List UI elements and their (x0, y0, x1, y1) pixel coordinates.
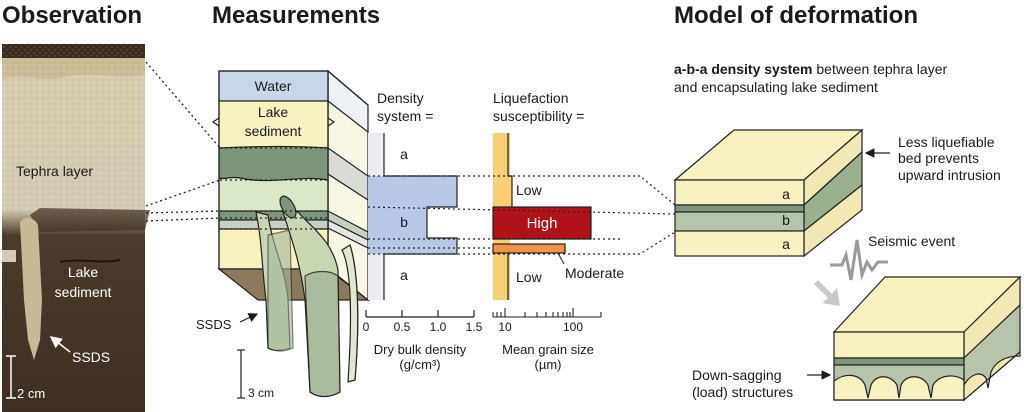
load-structures-line2: (load) structures (692, 384, 793, 400)
photo-ssds-label: SSDS (72, 349, 110, 365)
less-liquefiable-line3: upward intrusion (898, 167, 1001, 183)
block-ssds-arrow-icon (239, 313, 259, 323)
grain-axis-label-2: (µm) (535, 357, 562, 372)
model-layer-b: b (782, 212, 790, 228)
density-tick-0: 0 (363, 320, 370, 334)
grain-size-axis (492, 308, 602, 318)
less-liquefiable-line1: Less liquefiable (898, 134, 995, 150)
block-lake-label-1: Lake (258, 104, 289, 120)
moderate-leader (557, 252, 565, 265)
liquefaction-low-top: Low (516, 182, 543, 198)
photo-lake-label-2: sediment (55, 284, 112, 300)
liquefaction-moderate: Moderate (565, 265, 624, 281)
less-liquefiable-line2: bed prevents (898, 150, 979, 166)
load-structures-line1: Down-sagging (692, 367, 782, 383)
ssds-pipes (255, 195, 359, 398)
density-tick-0-5: 0.5 (394, 320, 411, 334)
block-scale-bar (237, 349, 245, 399)
block-scale-label: 3 cm (248, 386, 274, 400)
model-subtitle-bold: a-b-a density system (674, 61, 813, 77)
liquefaction-low-bottom: Low (516, 269, 543, 285)
photo-connectors (145, 61, 221, 222)
density-zone-a-top: a (400, 146, 408, 162)
photo-scale-label: 2 cm (17, 386, 45, 401)
density-tick-1-0: 1.0 (430, 320, 447, 334)
density-zone-a-bottom: a (400, 267, 408, 283)
grain-tick-100: 100 (563, 320, 583, 334)
model-subtitle-line1: a-b-a density system between tephra laye… (674, 61, 947, 77)
stratigraphy-block (217, 69, 370, 302)
density-title-1: Density (377, 90, 424, 106)
grain-axis-label-1: Mean grain size (502, 342, 594, 357)
model-block-after (832, 275, 1022, 402)
photo-lake-label-1: Lake (68, 264, 99, 280)
down-arrow-icon (814, 280, 840, 306)
liquefaction-title-1: Liquefaction (493, 90, 569, 106)
tephra-layer-label: Tephra layer (16, 163, 93, 179)
density-tick-1-5: 1.5 (466, 320, 483, 334)
photo-ssds-arrow-icon (49, 336, 71, 353)
block-ssds-label: SSDS (196, 317, 232, 332)
grain-tick-10: 10 (498, 320, 512, 334)
measurement-connectors (220, 147, 676, 255)
density-zone-b: b (400, 214, 408, 230)
density-profile (368, 133, 458, 300)
seismic-wave-icon (830, 239, 888, 281)
model-layer-a-bottom: a (782, 236, 790, 252)
heading-observation: Observation (2, 2, 143, 29)
heading-model: Model of deformation (674, 2, 918, 29)
liquefaction-high: High (527, 215, 558, 232)
density-axis-label-2: (g/cm³) (399, 357, 440, 372)
photo-scale-bar (6, 355, 16, 399)
water-label: Water (255, 78, 292, 94)
model-subtitle-rest: between tephra layer (813, 61, 948, 77)
density-title-2: system = (377, 108, 433, 124)
core-photo (2, 44, 150, 412)
model-block-before (673, 128, 864, 258)
model-subtitle-line2: and encapsulating lake sediment (674, 79, 878, 95)
density-axis (365, 310, 475, 318)
liquefaction-title-2: susceptibility = (493, 108, 584, 124)
density-axis-label-1: Dry bulk density (374, 342, 467, 357)
seismic-event-label: Seismic event (868, 233, 955, 249)
block-lake-label-2: sediment (245, 123, 302, 139)
liquefaction-profile (492, 133, 592, 300)
model-layer-a-top: a (782, 186, 790, 202)
heading-measurements: Measurements (212, 2, 381, 29)
